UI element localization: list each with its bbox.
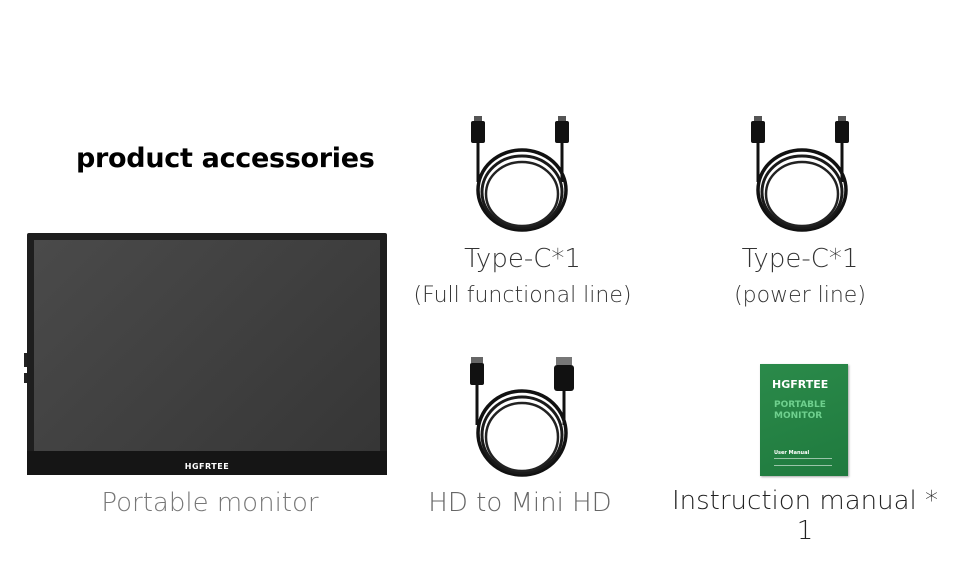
monitor-screen [34,240,380,451]
instruction-manual-image: HGFRTEE PORTABLE MONITOR User Manual [760,364,848,476]
typec-cable-full-icon [471,116,569,232]
manual-subtitle: User Manual [774,450,810,456]
typec-power-caption-sub: (power line) [734,283,866,308]
typec-full-caption-sub: (Full functional line) [413,283,632,308]
portable-monitor-image: HGFRTEE [24,233,387,475]
typec-cable-power-icon [751,116,849,232]
manual-caption: Instruction manual * 1 [671,486,939,546]
monitor-caption: Portable monitor [101,488,319,518]
manual-title-line: PORTABLE [774,400,826,410]
monitor-chin [27,451,387,475]
manual-brand: HGFRTEE [772,378,829,391]
hdmi-cable-icon [470,357,574,477]
monitor-side-button [24,373,27,383]
manual-title-line: MONITOR [774,411,823,421]
manual-text-lines [774,458,832,466]
monitor-side-button [24,353,27,367]
monitor-brand-logo: HGFRTEE [184,462,230,471]
typec-full-caption-title: Type-C*1 [464,244,581,274]
typec-power-caption-title: Type-C*1 [741,244,859,274]
hdmi-caption: HD to Mini HD [428,488,612,518]
page-title: product accessories [76,143,375,174]
manual-title: PORTABLE MONITOR [774,400,826,422]
